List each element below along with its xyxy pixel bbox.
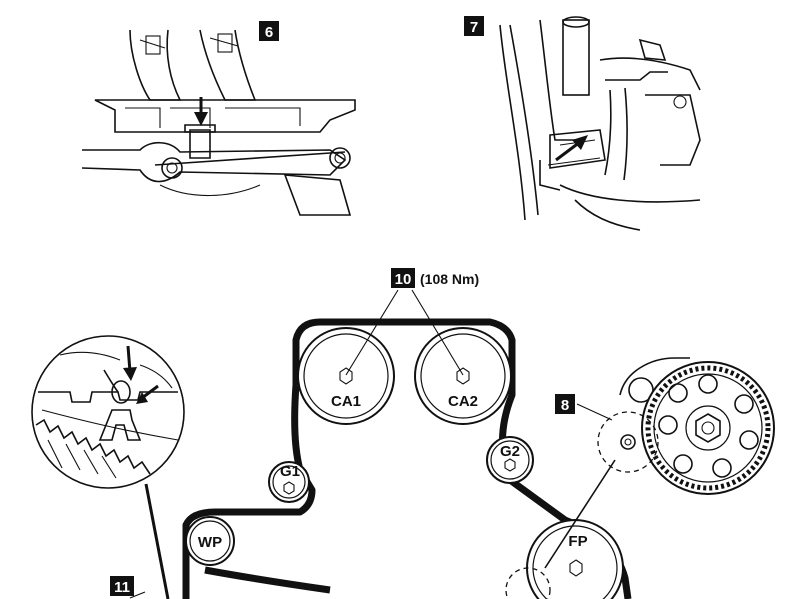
pulley-g2 xyxy=(486,436,534,484)
pulley-g1 xyxy=(268,461,310,503)
label-g2: G2 xyxy=(500,443,520,460)
leader-line-11 xyxy=(129,591,146,599)
label-ca1: CA1 xyxy=(331,393,361,410)
pump-sprocket-illustration xyxy=(597,357,775,495)
step-7-label: 7 xyxy=(470,19,478,36)
leader-line-8 xyxy=(576,403,613,421)
step-7-box: 7 xyxy=(464,16,484,36)
step-11-box: 11 xyxy=(110,576,134,596)
detail-connector-11 xyxy=(144,483,170,599)
step-6-box: 6 xyxy=(259,21,279,41)
label-ca2: CA2 xyxy=(448,393,478,410)
label-wp: WP xyxy=(198,534,222,551)
panel-6-illustration xyxy=(81,29,356,216)
timing-belt xyxy=(182,318,632,599)
pulley-fp xyxy=(505,519,624,599)
torque-spec: (108 Nm) xyxy=(420,271,479,287)
detail-connector-fp xyxy=(544,459,616,569)
label-fp: FP xyxy=(568,533,587,550)
leader-lines-10 xyxy=(345,289,464,376)
step-11-label: 11 xyxy=(114,579,130,596)
label-g1: G1 xyxy=(280,463,300,480)
pulley-ca1 xyxy=(297,327,395,425)
step-10-box: 10 xyxy=(391,268,415,288)
tensioner-detail-circle xyxy=(31,335,185,489)
step-8-label: 8 xyxy=(561,397,569,414)
step-10-label: 10 xyxy=(395,271,412,288)
pulley-ca2 xyxy=(414,327,512,425)
step-6-label: 6 xyxy=(265,24,273,41)
step-8-box: 8 xyxy=(555,394,575,414)
panel-7-illustration xyxy=(499,16,701,231)
pulley-wp xyxy=(185,516,235,566)
